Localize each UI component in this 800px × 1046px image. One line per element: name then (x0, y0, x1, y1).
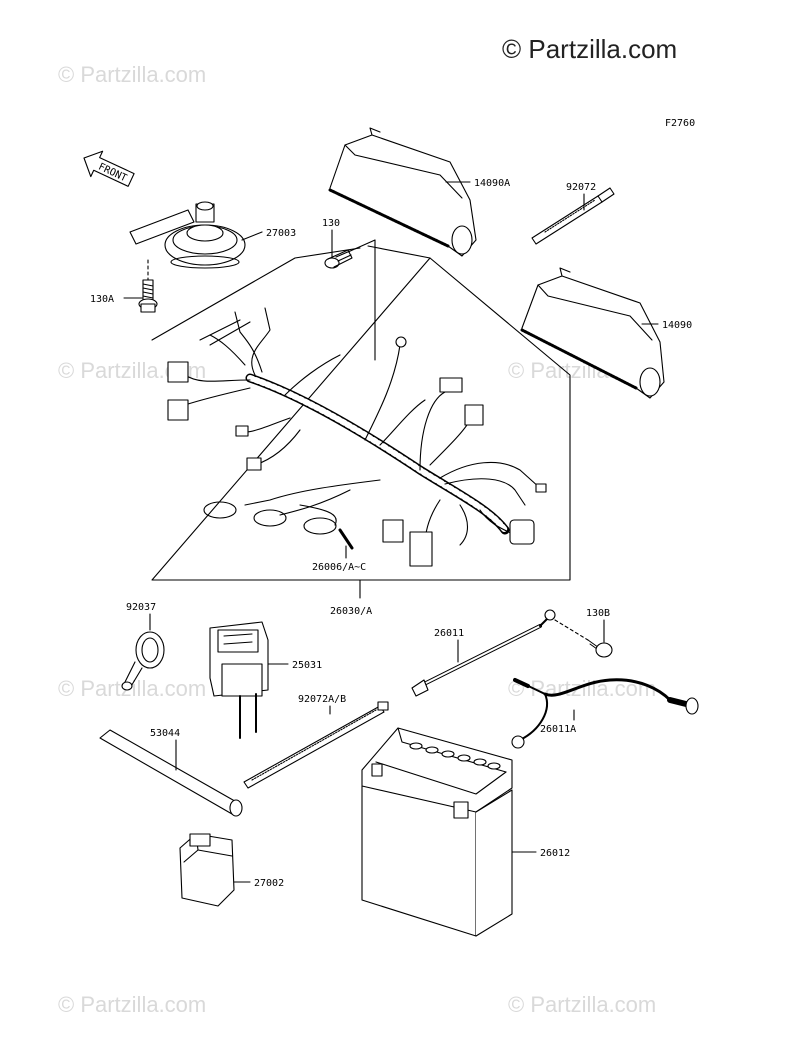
battery-26012 (361, 727, 513, 937)
label-26030: 26030/A (330, 606, 372, 617)
wire-harness-26030 (167, 307, 547, 567)
label-130b: 130B (586, 608, 610, 619)
label-27003: 27003 (266, 228, 296, 239)
clamp-92037 (121, 631, 165, 691)
label-53044: 53044 (150, 728, 180, 739)
brand-title: © Partzilla.com (502, 34, 678, 64)
bolt-130 (324, 249, 353, 269)
clamp-band-92072ab (243, 701, 389, 789)
label-26006: 26006/A~C (312, 562, 366, 573)
relay-27002 (179, 833, 235, 907)
cable-26011 (411, 609, 556, 697)
figure-id: F2760 (665, 118, 696, 129)
watermark-bottom-left: © Partzilla.com (58, 992, 207, 1017)
bolt-130b (554, 619, 613, 658)
hour-meter-25031 (209, 621, 269, 739)
label-26011a: 26011A (540, 724, 576, 735)
watermark-bottom-right: © Partzilla.com (508, 992, 657, 1017)
bolt-130a (138, 259, 158, 313)
label-130: 130 (322, 218, 340, 229)
cover-14090 (520, 267, 665, 399)
label-27002: 27002 (254, 878, 284, 889)
label-92072: 92072 (566, 182, 596, 193)
label-26011: 26011 (434, 628, 464, 639)
front-arrow-icon: FRONT (83, 150, 135, 187)
tube-53044 (99, 729, 243, 817)
bolt-130-leader (347, 239, 376, 361)
label-92037: 92037 (126, 602, 156, 613)
watermark-top-left: © Partzilla.com (58, 62, 207, 87)
cover-14090a (328, 127, 477, 257)
label-130a: 130A (90, 294, 114, 305)
label-14090a: 14090A (474, 178, 510, 189)
label-26012: 26012 (540, 848, 570, 859)
horn-27003 (129, 201, 246, 269)
label-25031: 25031 (292, 660, 322, 671)
harness-frame (151, 245, 571, 581)
label-92072ab: 92072A/B (298, 694, 346, 705)
watermark-low-left: © Partzilla.com (58, 676, 207, 701)
clamp-band-92072 (531, 187, 615, 245)
label-14090: 14090 (662, 320, 692, 331)
leader-lines (123, 181, 659, 883)
cable-26011a (511, 678, 699, 749)
